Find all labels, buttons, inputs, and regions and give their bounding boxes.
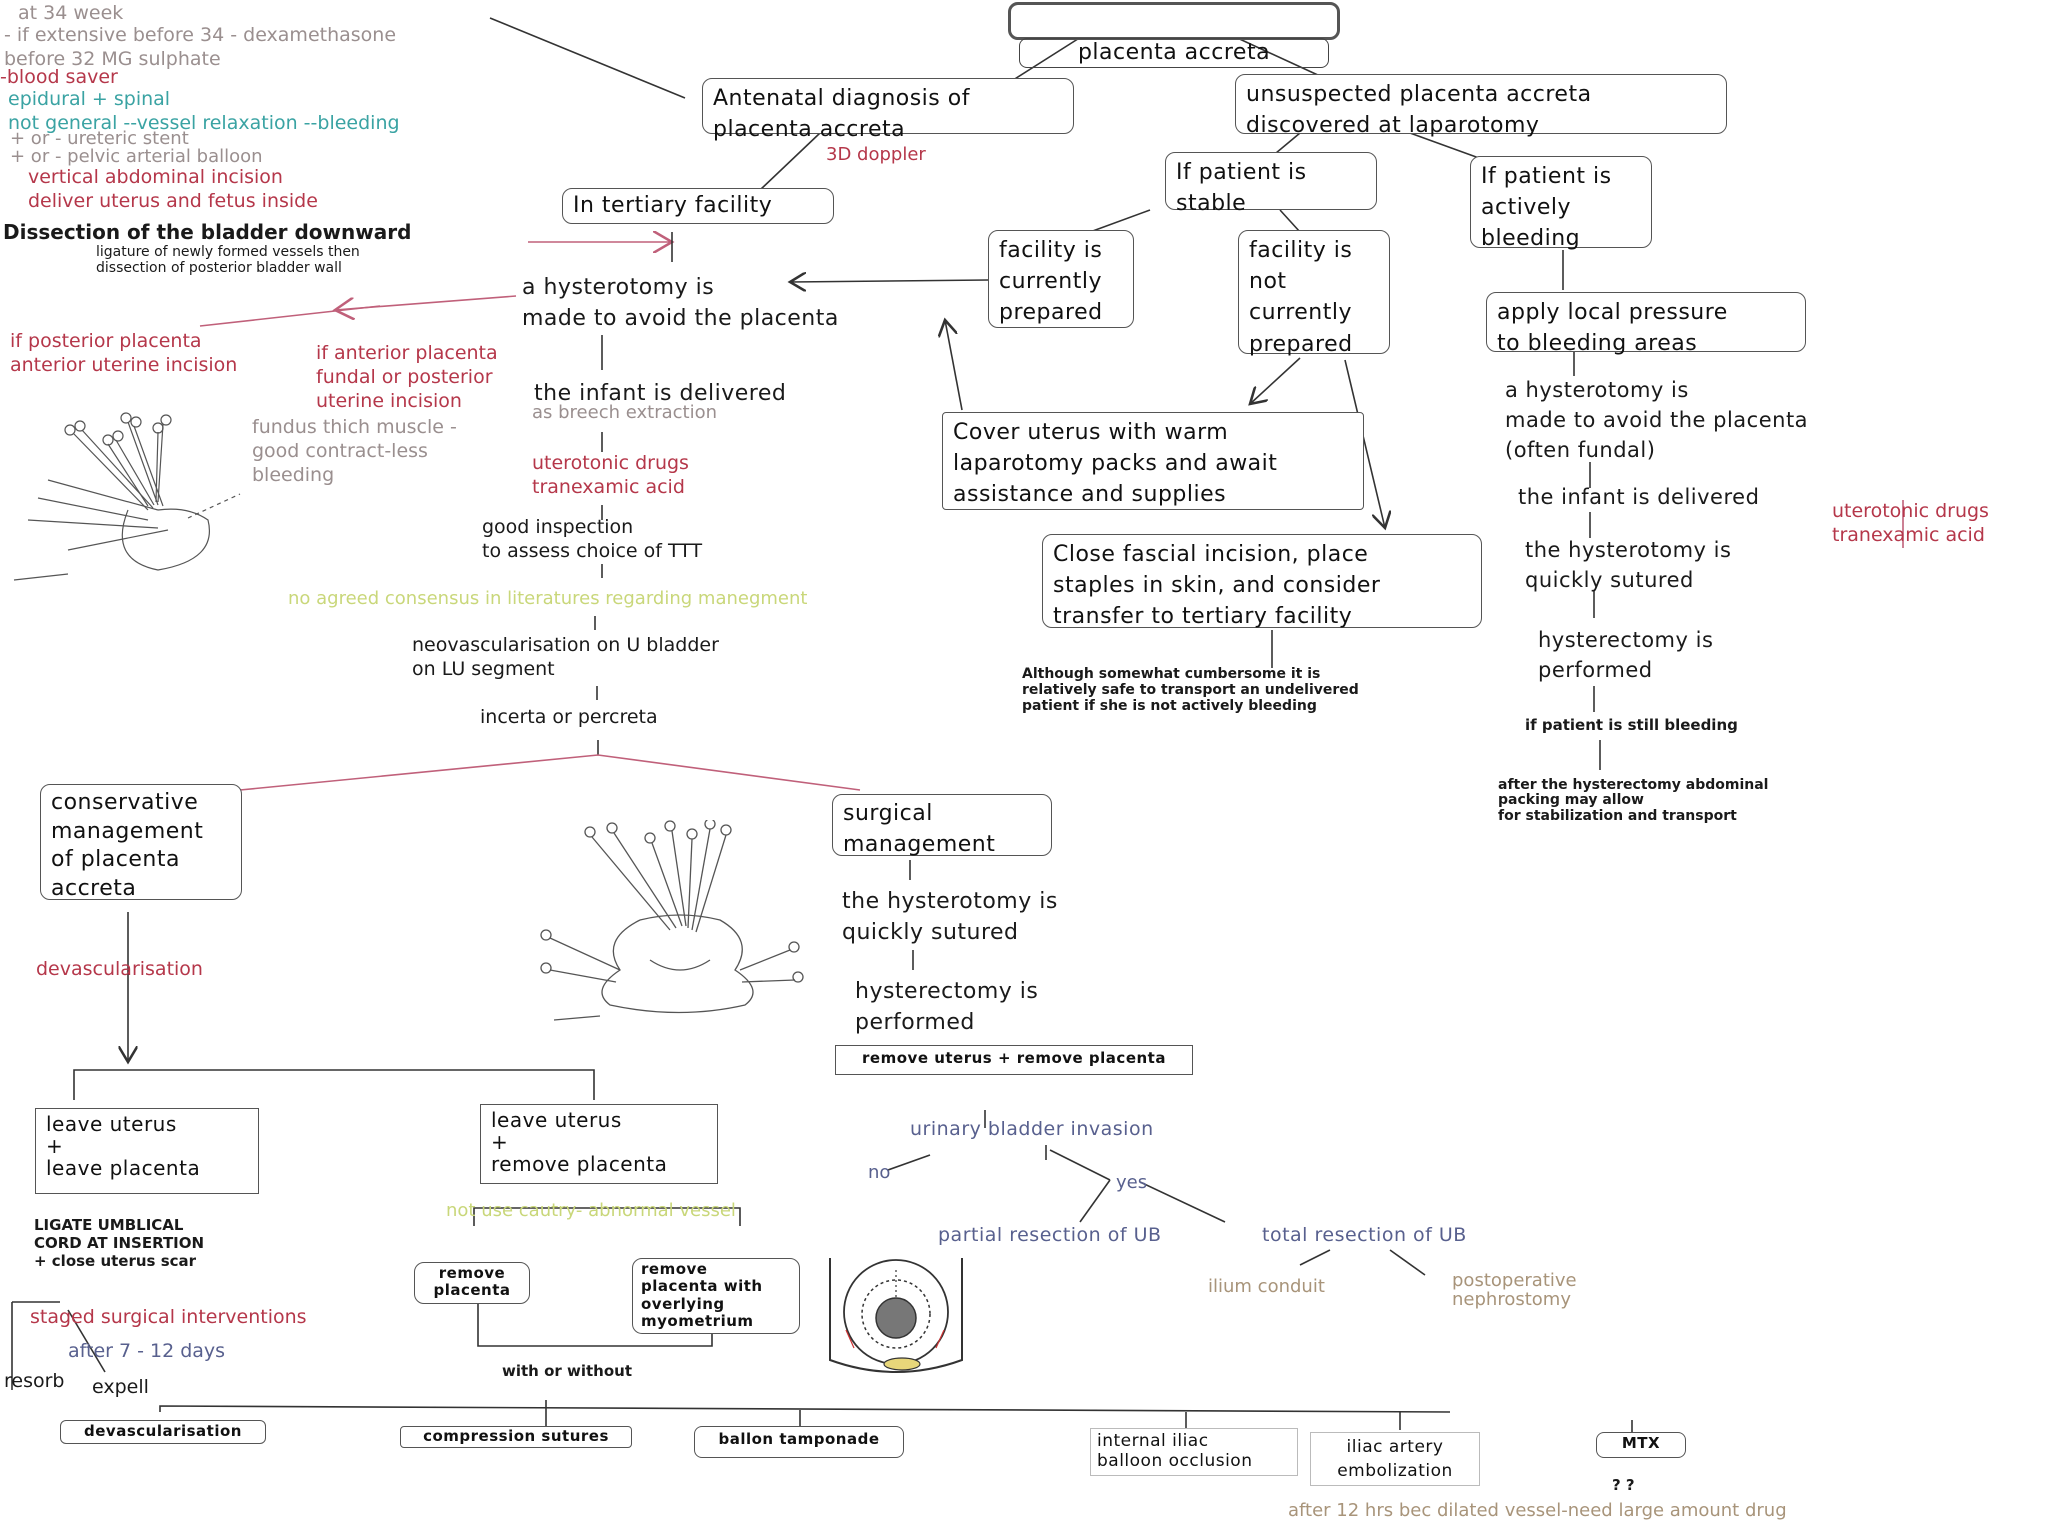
tertiary-node: In tertiary facility bbox=[562, 188, 834, 224]
neovasc-note: neovascularisation on U bladder on LU se… bbox=[412, 634, 719, 680]
doppler-label: 3D doppler bbox=[826, 144, 926, 165]
uterus-cross-section-figure bbox=[829, 1258, 963, 1373]
local-pressure-node: apply local pressure to bleeding areas bbox=[1486, 292, 1806, 356]
note-blood-saver: -blood saver bbox=[0, 66, 118, 88]
inspection-note: good inspection to assess choice of TTT bbox=[482, 516, 703, 562]
hysterotomy-node: a hysterotomy is made to avoid the place… bbox=[522, 275, 839, 332]
unsuspected-node: unsuspected placenta accreta discovered … bbox=[1235, 74, 1727, 138]
r-uterotonic-note: uterotonic drugs tranexamic acid bbox=[1832, 500, 1989, 546]
remove-myometrium-node: remove placenta with overlying myometriu… bbox=[632, 1258, 800, 1334]
note-anesthesia: epidural + spinal not general --vessel r… bbox=[8, 88, 400, 134]
remove-both-node: remove uterus + remove placenta bbox=[835, 1045, 1193, 1075]
opt-mtx: MTX bbox=[1596, 1432, 1686, 1458]
s-hysterectomy: hysterectomy is performed bbox=[855, 979, 1039, 1036]
r-hysterectomy: hysterectomy is performed bbox=[1538, 628, 1714, 682]
posterior-placenta-note: if posterior placenta anterior uterine i… bbox=[10, 330, 238, 376]
s-sutured: the hysterotomy is quickly sutured bbox=[842, 889, 1058, 946]
consensus-note: no agreed consensus in literatures regar… bbox=[288, 588, 808, 609]
note-incision: vertical abdominal incision deliver uter… bbox=[28, 166, 318, 212]
with-without-note: with or without bbox=[502, 1362, 632, 1380]
transport-note: Although somewhat cumbersome it is relat… bbox=[1022, 666, 1359, 715]
bleeding-node: If patient is actively bleeding bbox=[1470, 156, 1652, 251]
prepared-node: facility is currently prepared bbox=[988, 230, 1134, 328]
total-resection: total resection of UB bbox=[1262, 1224, 1467, 1246]
staged-note: staged surgical interventions bbox=[30, 1306, 307, 1328]
resorb-note: resorb bbox=[4, 1370, 65, 1392]
qq-note: ? ? bbox=[1612, 1476, 1635, 1494]
ub-invasion-note: urinary bladder invasion bbox=[910, 1118, 1154, 1140]
note-dissection: Dissection of the bladder downward bbox=[3, 220, 412, 244]
nephrostomy-note: postoperative nephrostomy bbox=[1452, 1270, 1577, 1310]
opt-tamponade: ballon tamponade bbox=[694, 1426, 904, 1458]
r-sutured: the hysterotomy is quickly sutured bbox=[1525, 538, 1732, 592]
leave-remove-node: leave uterus + remove placenta bbox=[480, 1104, 718, 1184]
stable-node: If patient is stable bbox=[1165, 152, 1377, 216]
fundus-note: fundus thich muscle - good contract-less… bbox=[252, 416, 457, 486]
infant-delivered: the infant is delivered bbox=[534, 381, 787, 406]
conservative-node: conservative management of placenta accr… bbox=[40, 784, 242, 901]
opt-compression: compression sutures bbox=[400, 1426, 632, 1448]
cover-uterus-node: Cover uterus with warm laparotomy packs … bbox=[942, 412, 1364, 510]
no-label: no bbox=[868, 1162, 891, 1183]
yes-label: yes bbox=[1116, 1172, 1148, 1193]
clamped-uterus-sketch-small bbox=[13, 412, 241, 581]
partial-resection: partial resection of UB bbox=[938, 1224, 1162, 1246]
r-infant-delivered: the infant is delivered bbox=[1518, 485, 1760, 509]
uterotonic-note: uterotonic drugs tranexamic acid bbox=[532, 452, 689, 498]
incerta-note: incerta or percreta bbox=[480, 706, 658, 728]
after-days-note: after 7 - 12 days bbox=[68, 1340, 226, 1362]
ilium-conduit: ilium conduit bbox=[1208, 1276, 1325, 1297]
opt-iliac-balloon: internal iliac balloon occlusion bbox=[1090, 1428, 1298, 1476]
packing-note: after the hysterectomy abdominal packing… bbox=[1498, 777, 1769, 824]
mtx-note: after 12 hrs bec dilated vessel-need lar… bbox=[1288, 1500, 1787, 1521]
root-node-inner: placenta accreta bbox=[1019, 38, 1329, 69]
opt-devasc: devascularisation bbox=[60, 1420, 266, 1444]
note-stent-balloon: + or - ureteric stent + or - pelvic arte… bbox=[10, 128, 263, 167]
breech-note: as breech extraction bbox=[532, 402, 718, 423]
remove-placenta-node: remove placenta bbox=[414, 1262, 530, 1304]
root-node: placenta accreta bbox=[1008, 2, 1340, 69]
note-ligature: ligature of newly formed vessels then di… bbox=[96, 244, 360, 277]
still-bleeding-note: if patient is still bleeding bbox=[1525, 716, 1738, 734]
expell-note: expell bbox=[92, 1376, 149, 1398]
ligate-note: LIGATE UMBLICAL CORD AT INSERTION + clos… bbox=[34, 1216, 205, 1270]
opt-embolization: iliac artery embolization bbox=[1310, 1432, 1480, 1486]
antenatal-node: Antenatal diagnosis of placenta accreta bbox=[702, 78, 1074, 142]
note-34-week: at 34 week bbox=[18, 2, 124, 24]
surgical-node: surgical management bbox=[832, 794, 1052, 857]
leave-leave-node: leave uterus + leave placenta bbox=[35, 1108, 259, 1194]
close-incision-node: Close fascial incision, place staples in… bbox=[1042, 534, 1482, 629]
devasc-note: devascularisation bbox=[36, 958, 203, 980]
r-hysterotomy: a hysterotomy is made to avoid the place… bbox=[1505, 378, 1809, 462]
anterior-placenta-note: if anterior placenta fundal or posterior… bbox=[316, 342, 498, 412]
note-steroids: - if extensive before 34 - dexamethasone… bbox=[4, 24, 397, 70]
not-prepared-node: facility is not currently prepared bbox=[1238, 230, 1390, 357]
clamped-uterus-sketch-large bbox=[540, 820, 804, 1021]
cautry-note: not use cautry- abnormal vessel bbox=[446, 1200, 736, 1221]
